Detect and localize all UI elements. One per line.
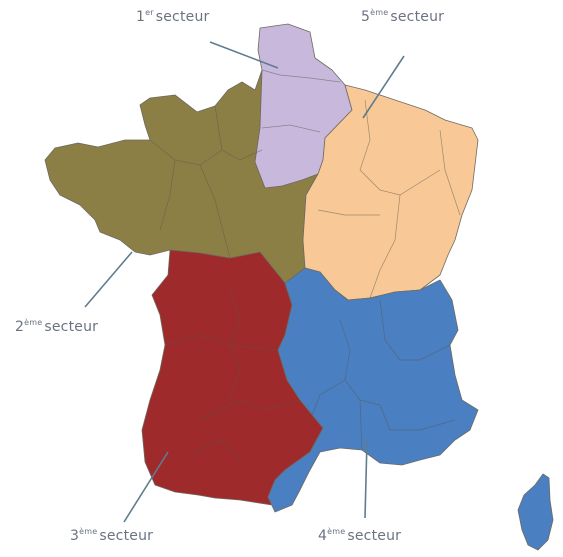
sector-4-word: secteur bbox=[347, 528, 402, 544]
leader-lines bbox=[84, 41, 405, 523]
leader-line-sector-1 bbox=[209, 41, 279, 69]
sector-3-ordinal: ème bbox=[79, 527, 98, 536]
sector-4-region bbox=[267, 267, 479, 513]
sector-5-word: secteur bbox=[390, 9, 445, 25]
leader-line-sector-4 bbox=[364, 439, 368, 519]
leader-line-sector-5 bbox=[362, 55, 405, 119]
sector-3-number: 3 bbox=[70, 528, 80, 544]
sector-5-ordinal: ème bbox=[370, 8, 389, 17]
sector-3-word: secteur bbox=[99, 528, 154, 544]
region-boundaries bbox=[149, 69, 461, 461]
corsica-region bbox=[517, 473, 554, 551]
sector-1-word: secteur bbox=[155, 9, 210, 25]
sector-4-ordinal: ème bbox=[327, 527, 346, 536]
sector-2-number: 2 bbox=[15, 319, 25, 335]
sector-2-word: secteur bbox=[44, 319, 99, 335]
sector-1-ordinal: er bbox=[145, 8, 154, 17]
sector-2-ordinal: ème bbox=[24, 318, 43, 327]
sector-4-number: 4 bbox=[318, 528, 328, 544]
leader-line-sector-3 bbox=[123, 451, 169, 523]
sector-5-number: 5 bbox=[361, 9, 371, 25]
leader-line-sector-2 bbox=[84, 251, 133, 308]
sector-1-number: 1 bbox=[136, 9, 146, 25]
